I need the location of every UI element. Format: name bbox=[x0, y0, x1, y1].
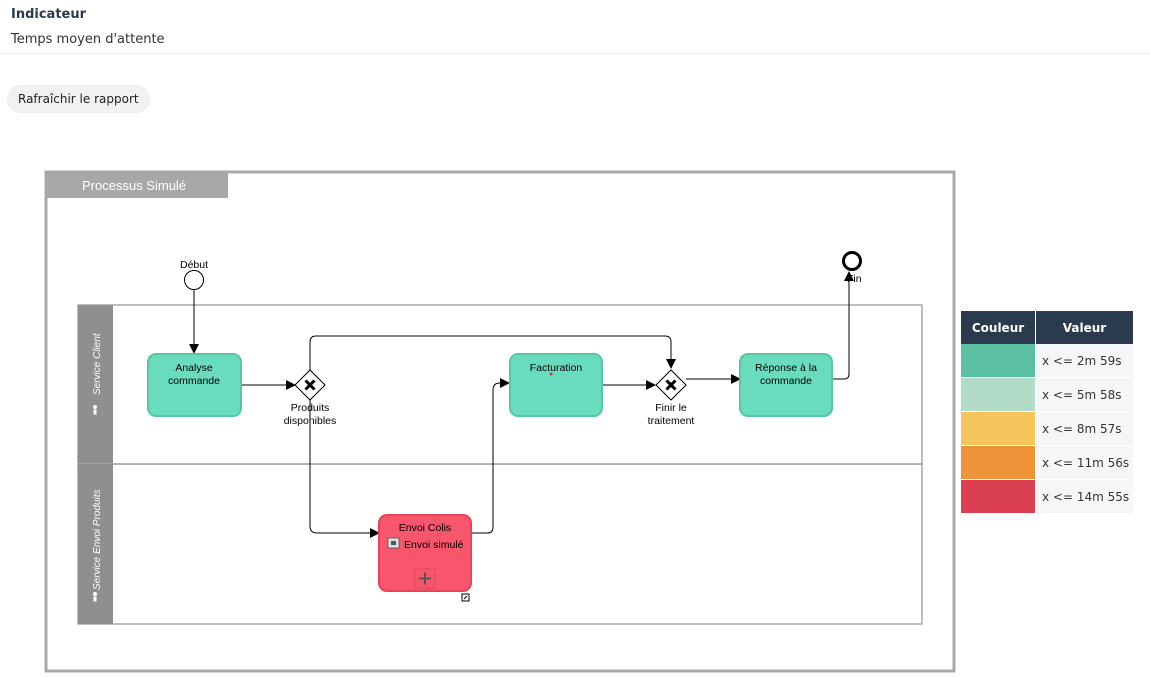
gateway-produits-disponibles[interactable]: Produits disponibles bbox=[284, 369, 337, 427]
task-label: commande bbox=[168, 375, 220, 387]
sequence-flows bbox=[189, 271, 854, 538]
legend-row: x <= 8m 57s bbox=[961, 412, 1133, 446]
legend-value: x <= 14m 55s bbox=[1036, 480, 1133, 514]
refresh-report-button[interactable]: Rafraîchir le rapport bbox=[7, 85, 150, 113]
legend-color-swatch bbox=[961, 446, 1036, 480]
legend-value: x <= 2m 59s bbox=[1036, 344, 1133, 378]
task-label: commande bbox=[760, 375, 812, 387]
legend-row: x <= 5m 58s bbox=[961, 378, 1133, 412]
task-facturation[interactable]: Facturation bbox=[509, 353, 603, 417]
gateway-label: Finir le bbox=[655, 402, 687, 414]
gateway-label: traitement bbox=[648, 415, 695, 427]
task-label: Facturation bbox=[530, 362, 583, 374]
legend-value: x <= 11m 56s bbox=[1036, 446, 1133, 480]
gateway-label: Produits bbox=[291, 402, 330, 414]
legend-row: x <= 14m 55s bbox=[961, 480, 1133, 514]
expand-plus-icon[interactable] bbox=[414, 568, 436, 589]
start-event[interactable]: Début bbox=[180, 259, 208, 290]
legend-header-valeur: Valeur bbox=[1036, 311, 1133, 344]
link-overlay-icon[interactable] bbox=[461, 593, 470, 602]
legend-value: x <= 8m 57s bbox=[1036, 412, 1133, 446]
lane-title-service-client: Service Client bbox=[92, 332, 103, 395]
person-icon bbox=[93, 592, 97, 602]
legend-color-swatch bbox=[961, 412, 1036, 446]
lane-service-client: Service Client bbox=[77, 304, 923, 465]
indicator-value: Temps moyen d'attente bbox=[11, 32, 165, 47]
indicator-label: Indicateur bbox=[11, 7, 87, 22]
task-label: Réponse à la bbox=[755, 362, 817, 374]
person-icon bbox=[93, 405, 97, 415]
subprocess-label: Envoi Colis bbox=[399, 522, 452, 534]
legend-color-swatch bbox=[961, 344, 1036, 378]
legend-color-swatch bbox=[961, 378, 1036, 412]
gateway-finir-le-traitement[interactable]: Finir le traitement bbox=[648, 369, 695, 427]
start-event-label: Début bbox=[180, 259, 208, 271]
simulation-icon bbox=[387, 537, 400, 549]
end-event[interactable]: Fin bbox=[842, 251, 862, 286]
task-analyse-commande[interactable]: Analyse commande bbox=[147, 353, 242, 417]
pool-title: Processus Simulé bbox=[82, 178, 186, 193]
subprocess-sublabel: Envoi simulé bbox=[404, 539, 464, 551]
subprocess-envoi-colis[interactable]: Envoi Colis Envoi simulé bbox=[378, 514, 472, 592]
legend-header-couleur: Couleur bbox=[961, 311, 1036, 344]
marker-dot bbox=[549, 372, 553, 376]
legend-color-swatch bbox=[961, 480, 1036, 514]
legend-row: x <= 11m 56s bbox=[961, 446, 1133, 480]
gateway-label: disponibles bbox=[284, 415, 337, 427]
pool-processus-simule: Processus Simulé bbox=[44, 170, 956, 673]
lane-service-envoi-produits: Service Envoi Produits bbox=[77, 463, 923, 625]
task-reponse-commande[interactable]: Réponse à la commande bbox=[739, 353, 833, 417]
lane-title-service-envoi: Service Envoi Produits bbox=[92, 489, 103, 590]
task-label: Analyse bbox=[175, 362, 213, 374]
legend-row: x <= 2m 59s bbox=[961, 344, 1133, 378]
divider bbox=[0, 53, 1150, 54]
legend-value: x <= 5m 58s bbox=[1036, 378, 1133, 412]
end-event-label: Fin bbox=[847, 273, 862, 285]
